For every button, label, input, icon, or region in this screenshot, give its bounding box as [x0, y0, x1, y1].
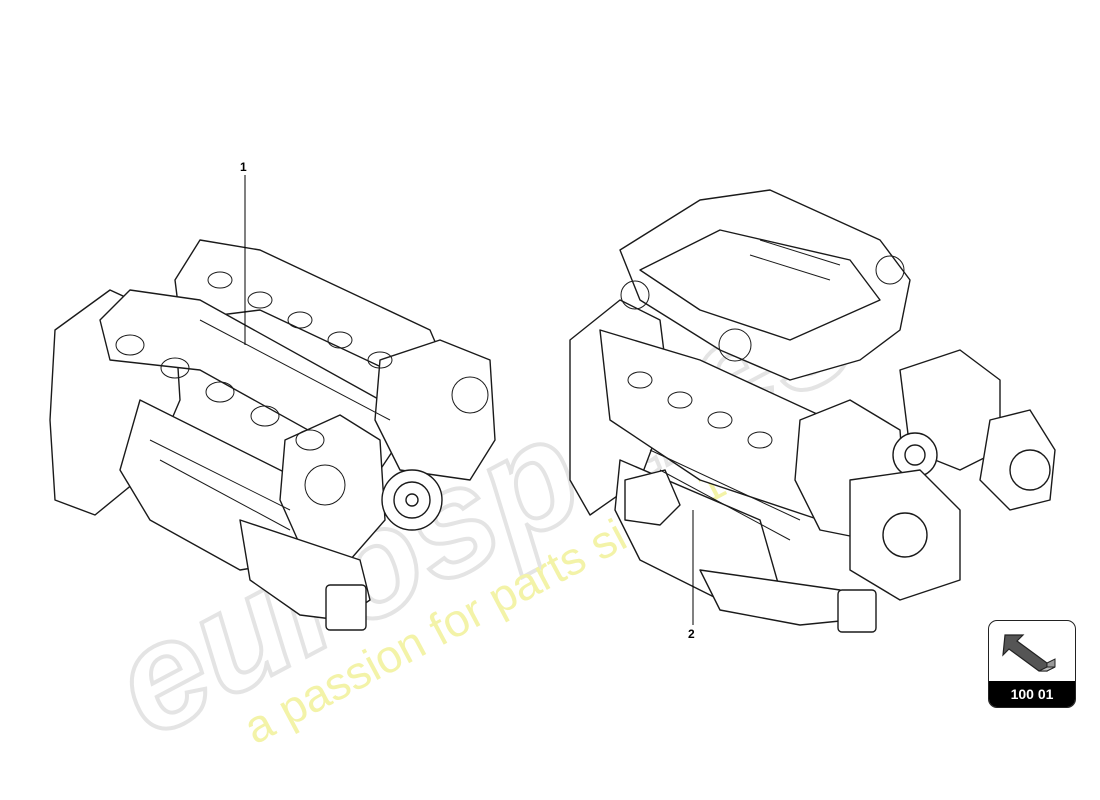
- engine-long-block: [49, 239, 496, 631]
- nav-badge-code: 100 01: [989, 681, 1075, 707]
- callout-2[interactable]: 2: [688, 627, 695, 641]
- callout-1[interactable]: 1: [240, 160, 247, 174]
- nav-badge[interactable]: 100 01: [988, 620, 1076, 708]
- engine-complete: [569, 189, 1056, 633]
- arrow-back-icon: [1002, 634, 1056, 672]
